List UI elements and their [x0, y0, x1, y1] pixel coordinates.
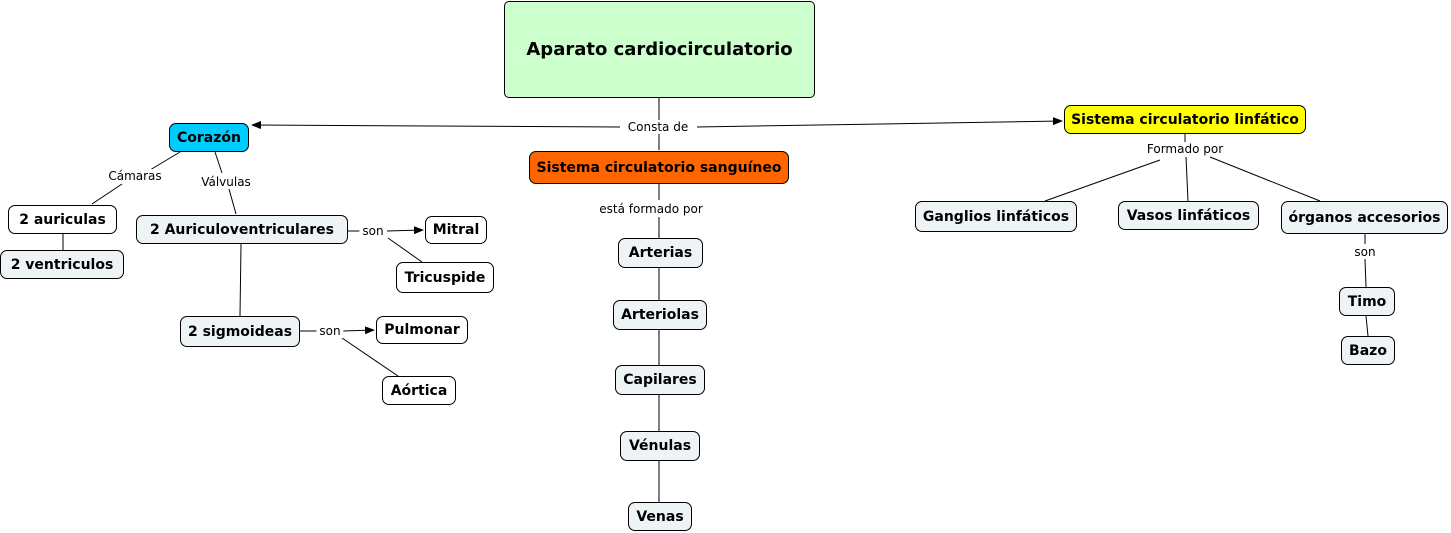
node-aortica[interactable]: Aórtica	[382, 376, 456, 405]
line-timo-bazo	[1365, 315, 1369, 337]
node-sigmoideas[interactable]: 2 sigmoideas	[180, 316, 300, 347]
node-organos-accesorios[interactable]: órganos accesorios	[1281, 201, 1448, 234]
line-formado-vasos	[1185, 156, 1189, 202]
node-corazon[interactable]: Corazón	[169, 123, 249, 152]
line-av-sigmoideas	[239, 243, 242, 317]
root-node[interactable]: Aparato cardiocirculatorio	[504, 1, 815, 98]
label-camaras: Cámaras	[105, 169, 165, 183]
node-bazo[interactable]: Bazo	[1341, 336, 1395, 365]
node-ventriculos[interactable]: 2 ventriculos	[0, 250, 124, 279]
label-consta-de: Consta de	[624, 120, 692, 134]
line-formado-ganglios	[1044, 159, 1161, 202]
node-venas[interactable]: Venas	[628, 502, 692, 531]
label-son-organos: son	[1351, 245, 1379, 259]
node-tricuspide[interactable]: Tricuspide	[396, 262, 494, 293]
node-arteriolas[interactable]: Arteriolas	[613, 300, 707, 330]
label-formado-por: Formado por	[1143, 142, 1227, 156]
line-son-aortica	[341, 337, 399, 377]
node-mitral[interactable]: Mitral	[425, 216, 487, 244]
label-son-sigmoideas: son	[316, 324, 344, 338]
line-corazon-camaras	[149, 151, 181, 171]
line-camaras-auriculas	[91, 183, 123, 205]
arrow-to-pulmonar	[342, 326, 375, 335]
line-formado-organos	[1209, 156, 1321, 202]
arrow-to-linfatico	[696, 117, 1063, 128]
node-venulas[interactable]: Vénulas	[620, 431, 700, 461]
node-sistema-sanguineo[interactable]: Sistema circulatorio sanguíneo	[529, 151, 789, 184]
arrow-to-mitral	[386, 226, 424, 235]
label-valvulas: Válvulas	[198, 175, 254, 189]
arrow-to-corazon	[251, 121, 621, 130]
node-capilares[interactable]: Capilares	[615, 365, 705, 395]
node-sistema-linfatico[interactable]: Sistema circulatorio linfático	[1064, 105, 1306, 134]
line-valvulas-av	[228, 188, 237, 215]
line-son-tricuspide	[387, 237, 423, 263]
node-arterias[interactable]: Arterias	[618, 238, 703, 268]
node-pulmonar[interactable]: Pulmonar	[376, 316, 468, 344]
node-auriculoventriculares[interactable]: 2 Auriculoventriculares	[136, 215, 348, 244]
line-corazon-valvulas	[214, 151, 223, 174]
line-son-timo	[1364, 258, 1367, 288]
node-ganglios-linfaticos[interactable]: Ganglios linfáticos	[915, 201, 1077, 232]
node-timo[interactable]: Timo	[1339, 287, 1395, 316]
node-vasos-linfaticos[interactable]: Vasos linfáticos	[1118, 201, 1259, 230]
label-son-av: son	[359, 224, 387, 238]
label-esta-formado-por: está formado por	[596, 202, 706, 216]
node-auriculas[interactable]: 2 auriculas	[8, 205, 117, 234]
